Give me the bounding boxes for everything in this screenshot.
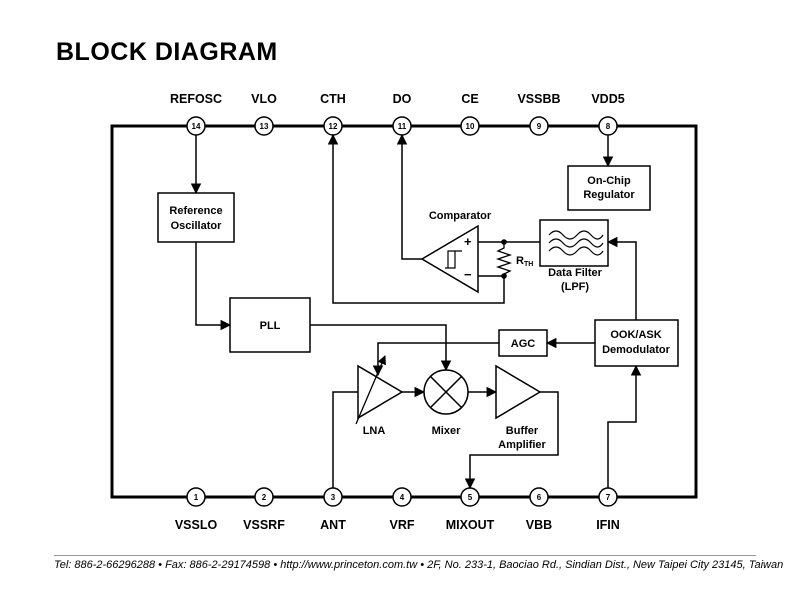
pll-block: PLL (229, 297, 311, 353)
pin-label-vsslo: VSSLO (175, 518, 218, 532)
pin-5: 5 MIXOUT (446, 487, 495, 532)
comparator: + − Comparator (420, 210, 492, 294)
page-title: BLOCK DIAGRAM (56, 38, 278, 66)
svg-text:OOK/ASK: OOK/ASK (610, 329, 661, 341)
signal-wires (190, 133, 642, 490)
pin-8: 8 VDD5 (591, 92, 625, 136)
ook-ask-demodulator-block: OOK/ASK Demodulator (594, 319, 679, 367)
svg-text:On-Chip: On-Chip (587, 175, 631, 187)
pin-label-ant: ANT (320, 518, 346, 532)
svg-text:Regulator: Regulator (583, 189, 635, 201)
mixer: Mixer (423, 369, 469, 437)
svg-text:2: 2 (262, 493, 267, 502)
svg-text:1: 1 (194, 493, 199, 502)
footer-contact: Tel: 886-2-66296288 • Fax: 886-2-2917459… (54, 559, 784, 571)
svg-text:Amplifier: Amplifier (498, 439, 546, 451)
buffer-amplifier: Buffer Amplifier (495, 364, 547, 451)
reference-oscillator-block: Reference Oscillator (157, 192, 235, 243)
pin-label-refosc: REFOSC (170, 92, 222, 106)
pin-label-vbb: VBB (526, 518, 552, 532)
pin-4: 4 VRF (390, 487, 415, 532)
pin-2: 2 VSSRF (243, 487, 285, 532)
svg-text:13: 13 (260, 122, 269, 131)
junction-dots (501, 239, 507, 279)
svg-text:10: 10 (466, 122, 475, 131)
svg-text:Demodulator: Demodulator (602, 344, 671, 356)
svg-text:3: 3 (331, 493, 336, 502)
comparator-plus-sign: + (464, 234, 472, 249)
lna-amplifier: LNA (355, 355, 404, 437)
agc-block: AGC (498, 329, 548, 357)
hysteresis-icon (445, 250, 462, 269)
bottom-pins: 1 VSSLO 2 VSSRF 3 ANT 4 VRF 5 MIXOUT 6 V… (175, 487, 620, 532)
pin-label-vrf: VRF (390, 518, 415, 532)
comparator-minus-sign: − (464, 267, 472, 282)
pin-13: 13 VLO (251, 92, 277, 136)
svg-text:(LPF): (LPF) (561, 281, 589, 293)
pin-12: 12 CTH (320, 92, 346, 136)
svg-text:11: 11 (398, 122, 407, 131)
svg-text:Oscillator: Oscillator (171, 220, 222, 232)
pin-label-do: DO (393, 92, 412, 106)
pin-6: 6 VBB (526, 487, 552, 532)
pin-7: 7 IFIN (596, 487, 620, 532)
svg-text:8: 8 (606, 122, 611, 131)
pin-label-vdd5: VDD5 (591, 92, 624, 106)
footer-divider (54, 555, 756, 556)
data-filter-block: Data Filter (LPF) (539, 219, 609, 293)
pin-1: 1 VSSLO (175, 487, 218, 532)
svg-text:Mixer: Mixer (432, 425, 461, 437)
pin-14: 14 REFOSC (170, 92, 222, 136)
svg-text:4: 4 (400, 493, 405, 502)
svg-text:RTH: RTH (516, 255, 533, 268)
svg-text:6: 6 (537, 493, 542, 502)
svg-text:LNA: LNA (363, 425, 386, 437)
pin-label-ce: CE (461, 92, 478, 106)
svg-text:5: 5 (468, 493, 473, 502)
pin-label-vlo: VLO (251, 92, 277, 106)
pin-label-vssbb: VSSBB (517, 92, 560, 106)
svg-text:Reference: Reference (169, 205, 222, 217)
top-pins: 14 REFOSC 13 VLO 12 CTH 11 DO 10 CE 9 VS… (170, 92, 625, 136)
pin-label-cth: CTH (320, 92, 346, 106)
svg-text:7: 7 (606, 493, 611, 502)
svg-text:12: 12 (329, 122, 338, 131)
svg-text:PLL: PLL (260, 320, 281, 332)
svg-text:AGC: AGC (511, 338, 536, 350)
pin-label-mixout: MIXOUT (446, 518, 495, 532)
svg-text:Data Filter: Data Filter (548, 267, 603, 279)
pin-10: 10 CE (460, 92, 480, 136)
pin-label-ifin: IFIN (596, 518, 620, 532)
pin-label-vssrf: VSSRF (243, 518, 285, 532)
filter-wave-icon (548, 230, 604, 256)
svg-text:14: 14 (192, 122, 201, 131)
pin-3: 3 ANT (320, 487, 346, 532)
on-chip-regulator-block: On-Chip Regulator (567, 165, 651, 211)
pin-11: 11 DO (392, 92, 412, 136)
pin-9: 9 VSSBB (517, 92, 561, 136)
svg-text:Buffer: Buffer (506, 425, 539, 437)
svg-text:Comparator: Comparator (429, 210, 492, 222)
rth-resistor: RTH (495, 242, 533, 276)
svg-text:9: 9 (537, 122, 542, 131)
